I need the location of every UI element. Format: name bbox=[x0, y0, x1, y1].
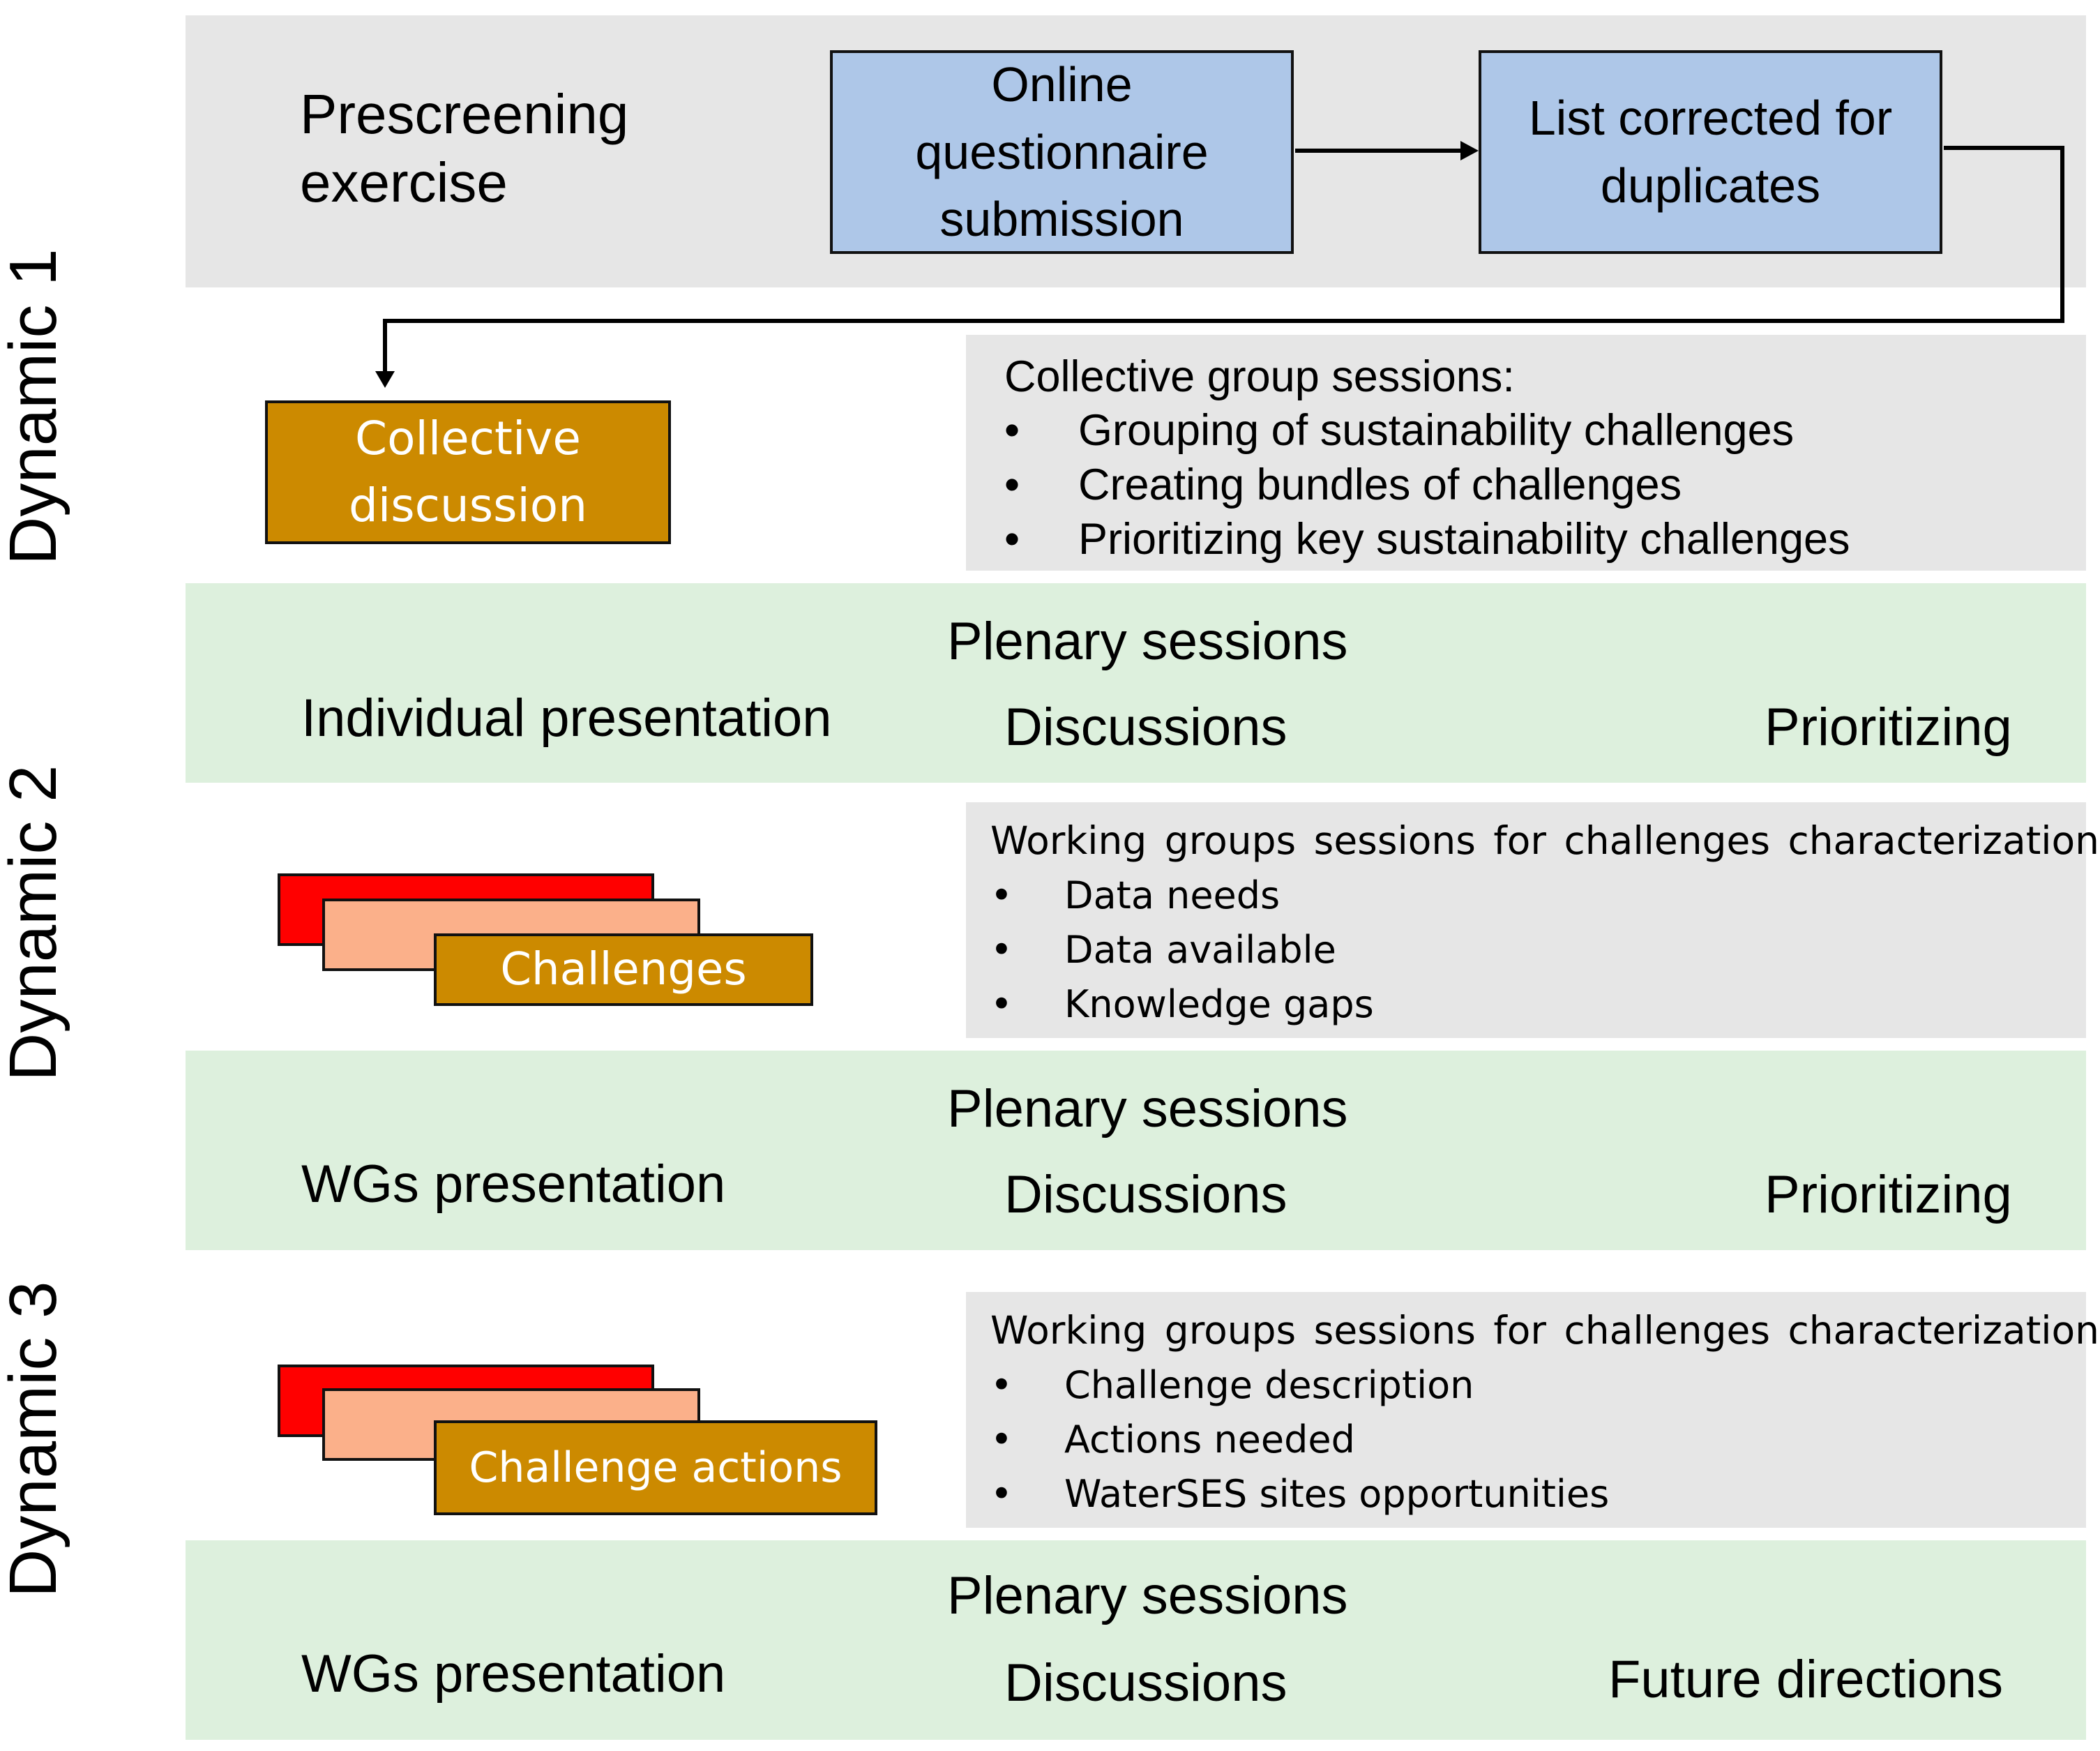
bullet: • bbox=[990, 1472, 1013, 1516]
plenary-2-right: Prioritizing bbox=[1765, 1165, 2012, 1224]
list-item: • WaterSES sites opportunities bbox=[990, 1467, 1609, 1521]
wg1-sessions-title: Working groups sessions for challenges c… bbox=[990, 818, 2100, 863]
online-questionnaire-box: Online questionnaire submission bbox=[830, 50, 1294, 254]
arrow-questionnaire-to-list bbox=[1295, 141, 1479, 160]
plenary-2-title: Plenary sessions bbox=[947, 1079, 1348, 1138]
list-item: • Data needs bbox=[990, 869, 1374, 923]
wg1-sessions-list: • Data needs • Data available • Knowledg… bbox=[990, 869, 1374, 1032]
plenary-band-1 bbox=[186, 583, 2086, 783]
list-item-text: Creating bundles of challenges bbox=[1078, 460, 1682, 509]
list-item: • Creating bundles of challenges bbox=[1004, 458, 1850, 512]
list-item-text: Challenge description bbox=[1064, 1363, 1474, 1407]
list-item-text: Actions needed bbox=[1064, 1418, 1355, 1461]
collective-sessions-title: Collective group sessions: bbox=[1004, 352, 1515, 401]
list-item-text: Knowledge gaps bbox=[1064, 982, 1374, 1026]
prescreening-label-line2: exercise bbox=[300, 151, 508, 213]
collective-discussion-line1: Collective bbox=[355, 412, 581, 466]
wg1-card-label: Challenges bbox=[500, 944, 747, 995]
arrow-list-to-collective bbox=[375, 146, 2064, 388]
prescreening-label: Prescreening exercise bbox=[300, 80, 628, 216]
online-questionnaire-line1: Online bbox=[991, 57, 1133, 112]
plenary-2-middle: Discussions bbox=[1004, 1165, 1287, 1224]
bullet: • bbox=[990, 873, 1013, 917]
plenary-3-middle: Discussions bbox=[1004, 1653, 1287, 1713]
plenary-band-3 bbox=[186, 1540, 2086, 1740]
duplicates-line2: duplicates bbox=[1600, 158, 1821, 213]
list-item: • Challenge description bbox=[990, 1358, 1609, 1413]
list-item: • Grouping of sustainability challenges bbox=[1004, 403, 1850, 458]
plenary-3-left: WGs presentation bbox=[301, 1644, 726, 1704]
online-questionnaire-line2: questionnaire bbox=[915, 124, 1209, 179]
plenary-1-middle: Discussions bbox=[1004, 698, 1287, 757]
wg2-card-label: Challenge actions bbox=[469, 1443, 843, 1492]
duplicates-box: List corrected for duplicates bbox=[1479, 50, 1942, 254]
bullet: • bbox=[990, 1418, 1013, 1461]
plenary-1-right: Prioritizing bbox=[1765, 698, 2012, 757]
wg2-sessions-panel bbox=[966, 1292, 2086, 1528]
wg2-card-challenge-actions: Challenge actions bbox=[434, 1420, 877, 1515]
plenary-1-left: Individual presentation bbox=[301, 689, 832, 748]
collective-sessions-list: • Grouping of sustainability challenges … bbox=[1004, 403, 1850, 566]
bullet: • bbox=[1004, 515, 1020, 564]
plenary-1-title: Plenary sessions bbox=[947, 612, 1348, 671]
online-questionnaire-line3: submission bbox=[939, 192, 1184, 247]
plenary-2-left: WGs presentation bbox=[301, 1155, 726, 1214]
list-item-text: Grouping of sustainability challenges bbox=[1078, 406, 1795, 455]
plenary-band-2 bbox=[186, 1051, 2086, 1250]
wg1-card-challenges: Challenges bbox=[434, 933, 813, 1006]
duplicates-line1: List corrected for bbox=[1528, 91, 1893, 146]
bullet: • bbox=[990, 928, 1013, 972]
list-item-text: Data available bbox=[1064, 928, 1336, 972]
list-item-text: WaterSES sites opportunities bbox=[1064, 1472, 1610, 1516]
bullet: • bbox=[1004, 460, 1020, 509]
bullet: • bbox=[990, 982, 1013, 1026]
list-item-text: Data needs bbox=[1064, 873, 1281, 917]
plenary-3-title: Plenary sessions bbox=[947, 1566, 1348, 1625]
list-item: • Actions needed bbox=[990, 1413, 1609, 1467]
wg2-sessions-list: • Challenge description • Actions needed… bbox=[990, 1358, 1609, 1521]
wg2-sessions-title: Working groups sessions for challenges c… bbox=[990, 1308, 2100, 1353]
collective-discussion-box: Collective discussion bbox=[265, 400, 671, 544]
bullet: • bbox=[1004, 406, 1020, 455]
wg1-sessions-panel bbox=[966, 802, 2086, 1038]
list-item: • Data available bbox=[990, 923, 1374, 977]
list-item-text: Prioritizing key sustainability challeng… bbox=[1078, 515, 1850, 564]
list-item: • Knowledge gaps bbox=[990, 977, 1374, 1032]
plenary-3-right: Future directions bbox=[1608, 1650, 2004, 1709]
collective-sessions-panel bbox=[966, 335, 2086, 571]
list-item: • Prioritizing key sustainability challe… bbox=[1004, 512, 1850, 566]
bullet: • bbox=[990, 1363, 1013, 1407]
prescreening-label-line1: Prescreening bbox=[300, 83, 629, 145]
collective-discussion-line2: discussion bbox=[348, 479, 588, 532]
